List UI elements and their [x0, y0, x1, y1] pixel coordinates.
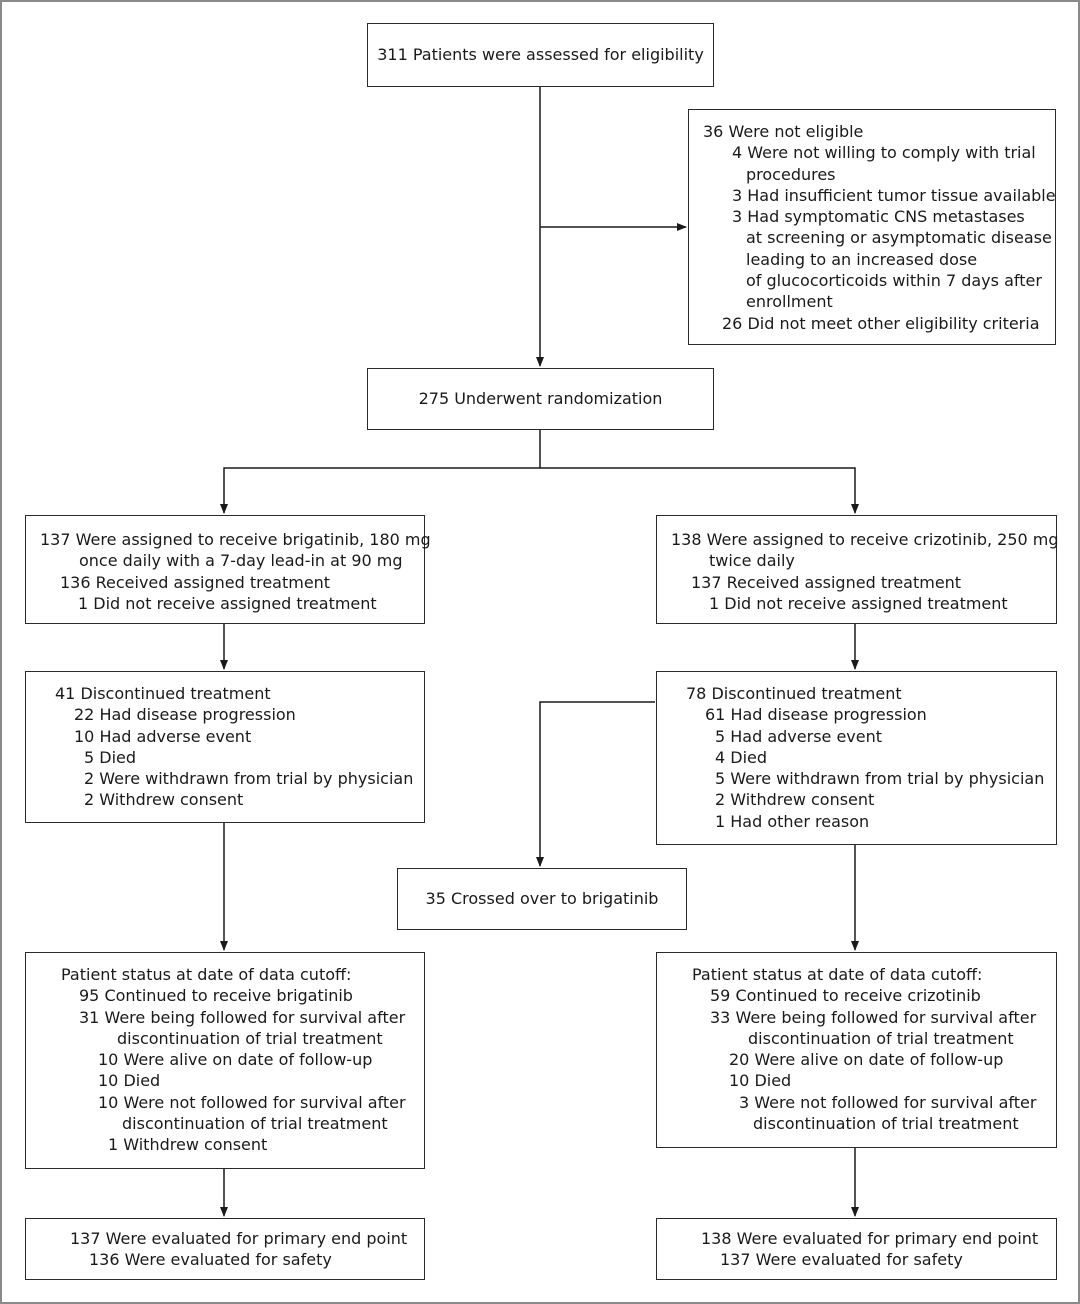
crizotinib-discontinued-reason: 2 Withdrew consent: [715, 790, 875, 810]
not-eligible-total: 36 Were not eligible: [703, 122, 864, 141]
brigatinib-status-subitem-cont: discontinuation of trial treatment: [122, 1114, 388, 1134]
not-eligible-reason: 26 Did not meet other eligibility criter…: [722, 313, 1040, 333]
crizotinib-status-subitem: 3 Were not followed for survival after: [739, 1092, 1037, 1112]
not-eligible-reason: 3 Had insufficient tumor tissue availabl…: [732, 185, 1056, 205]
brigatinib-assigned-box: 137 Were assigned to receive brigatinib,…: [25, 515, 431, 624]
brigatinib-status-subitem: 1 Withdrew consent: [108, 1135, 268, 1155]
brigatinib-status-subitem: 10 Were not followed for survival after: [98, 1092, 406, 1112]
not-eligible-reason: 3 Had symptomatic CNS metastases: [732, 207, 1025, 227]
randomized-box: 275 Underwent randomization: [367, 368, 714, 430]
assessed-text: 311 Patients were assessed for eligibili…: [377, 45, 704, 65]
not-eligible-box: 36 Were not eligible 4 Were not willing …: [688, 109, 1056, 345]
crizotinib-evaluated-primary: 138 Were evaluated for primary end point: [701, 1229, 1039, 1248]
arrow-crossover: [536, 701, 655, 867]
crizotinib-discontinued-reason: 5 Were withdrawn from trial by physician: [715, 769, 1045, 789]
crizotinib-assigned-cont: twice daily: [709, 551, 795, 571]
crizotinib-status-subitem: 20 Were alive on date of follow-up: [729, 1050, 1004, 1070]
split-line: [220, 430, 541, 514]
brigatinib-status-heading: Patient status at date of data cutoff:: [61, 965, 352, 984]
crossover-box: 35 Crossed over to brigatinib: [397, 868, 687, 930]
brigatinib-status-item: 95 Continued to receive brigatinib: [79, 986, 353, 1006]
not-eligible-reason-cont: enrollment: [746, 292, 833, 312]
not-eligible-reason-cont: at screening or asymptomatic disease: [746, 228, 1052, 248]
brigatinib-status-subitem: 10 Were alive on date of follow-up: [98, 1050, 373, 1070]
crizotinib-discontinued-reason: 4 Died: [715, 747, 768, 767]
brigatinib-assigned-total: 137 Were assigned to receive brigatinib,…: [40, 530, 431, 549]
split-line-right: [540, 467, 859, 514]
crizotinib-status-heading: Patient status at date of data cutoff:: [692, 965, 983, 984]
crizotinib-status-item: 33 Were being followed for survival afte…: [710, 1007, 1037, 1027]
crizotinib-evaluated-box: 138 Were evaluated for primary end point…: [656, 1218, 1057, 1280]
brigatinib-discontinued-box: 41 Discontinued treatment 22 Had disease…: [25, 671, 425, 823]
crizotinib-discontinued-reason: 61 Had disease progression: [705, 705, 927, 725]
brigatinib-status-box: Patient status at date of data cutoff: 9…: [25, 952, 425, 1169]
brigatinib-discontinued-reason: 2 Withdrew consent: [84, 790, 244, 810]
crizotinib-status-item: 59 Continued to receive crizotinib: [710, 986, 981, 1006]
assessed-box: 311 Patients were assessed for eligibili…: [367, 23, 714, 87]
brigatinib-discontinued-total: 41 Discontinued treatment: [55, 684, 271, 703]
brigatinib-discontinued-reason: 5 Died: [84, 747, 137, 767]
crizotinib-assigned-total: 138 Were assigned to receive crizotinib,…: [671, 530, 1059, 549]
crizotinib-discontinued-reason: 1 Had other reason: [715, 811, 870, 831]
crizotinib-discontinued-box: 78 Discontinued treatment 61 Had disease…: [656, 671, 1057, 845]
not-eligible-reason: 4 Were not willing to comply with trial: [732, 143, 1036, 163]
crizotinib-discontinued-reason: 5 Had adverse event: [715, 726, 883, 746]
not-eligible-reason-cont: procedures: [746, 164, 836, 184]
brigatinib-discontinued-reason: 22 Had disease progression: [74, 705, 296, 725]
brigatinib-status-subitem: 10 Died: [98, 1071, 161, 1091]
brigatinib-evaluated-box: 137 Were evaluated for primary end point…: [25, 1218, 425, 1280]
crizotinib-status-subitem-cont: discontinuation of trial treatment: [753, 1114, 1019, 1134]
crossover-text: 35 Crossed over to brigatinib: [425, 889, 659, 909]
crizotinib-assigned-box: 138 Were assigned to receive crizotinib,…: [656, 515, 1059, 624]
crizotinib-status-box: Patient status at date of data cutoff: 5…: [656, 952, 1057, 1148]
crizotinib-evaluated-safety: 137 Were evaluated for safety: [720, 1250, 963, 1270]
brigatinib-evaluated-primary: 137 Were evaluated for primary end point: [70, 1229, 408, 1248]
crizotinib-assigned-item: 137 Received assigned treatment: [691, 572, 962, 592]
brigatinib-status-item-cont: discontinuation of trial treatment: [117, 1028, 383, 1048]
randomized-text: 275 Underwent randomization: [418, 389, 663, 409]
brigatinib-assigned-cont: once daily with a 7-day lead-in at 90 mg: [79, 551, 403, 571]
not-eligible-reason-cont: leading to an increased dose: [746, 249, 978, 269]
not-eligible-reason-cont: of glucocorticoids within 7 days after: [746, 271, 1042, 291]
brigatinib-assigned-item: 136 Received assigned treatment: [60, 572, 331, 592]
brigatinib-evaluated-safety: 136 Were evaluated for safety: [89, 1250, 332, 1270]
crizotinib-assigned-item: 1 Did not receive assigned treatment: [709, 593, 1008, 613]
crizotinib-status-subitem: 10 Died: [729, 1071, 792, 1091]
brigatinib-assigned-item: 1 Did not receive assigned treatment: [78, 593, 377, 613]
crizotinib-discontinued-total: 78 Discontinued treatment: [686, 684, 902, 703]
brigatinib-discontinued-reason: 10 Had adverse event: [74, 726, 252, 746]
crizotinib-status-item-cont: discontinuation of trial treatment: [748, 1028, 1014, 1048]
brigatinib-discontinued-reason: 2 Were withdrawn from trial by physician: [84, 769, 414, 789]
brigatinib-status-item: 31 Were being followed for survival afte…: [79, 1007, 406, 1027]
